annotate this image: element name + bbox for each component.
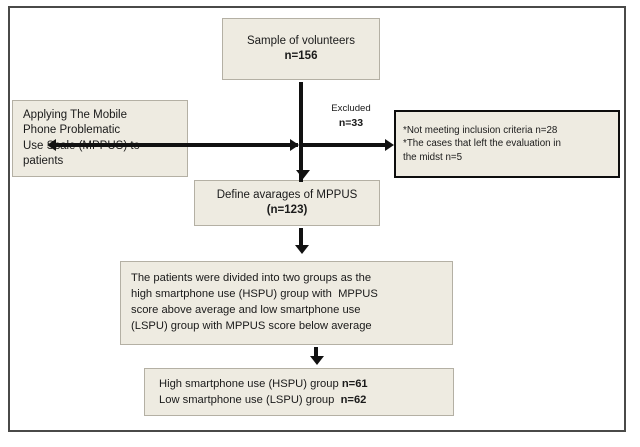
node-groups-line-4: (LSPU) group with MPPUS score below aver… xyxy=(131,319,372,332)
excluded-label-count: n=33 xyxy=(338,117,364,130)
connector-sample-to-averages xyxy=(299,82,303,182)
arrowhead-mppus-to-trunk xyxy=(290,139,299,151)
node-sample-line-1: Sample of volunteers xyxy=(246,34,356,47)
result-hspu-count: n=61 xyxy=(341,377,368,390)
arrowhead-averages-to-groups xyxy=(295,245,309,254)
arrowhead-trunk-to-mppus xyxy=(47,139,56,151)
connector-averages-to-groups xyxy=(299,228,303,250)
node-sample-count: n=156 xyxy=(284,50,318,62)
excluded-label-word: Excluded xyxy=(331,103,371,114)
connector-trunk-to-exclusion xyxy=(303,143,387,147)
exclusion-reason-2: *The cases that left the evaluation in xyxy=(403,138,561,150)
node-groups-line-3: score above average and low smartphone u… xyxy=(131,304,361,316)
node-applying-mppus: Applying The Mobile Phone Problematic Us… xyxy=(12,100,188,177)
result-lspu-count: n=62 xyxy=(340,394,367,406)
figure-frame xyxy=(8,6,626,432)
exclusion-reason-3: the midst n=5 xyxy=(403,151,463,163)
arrowhead-groups-to-result xyxy=(310,356,324,365)
node-groups-line-1: The patients were divided into two group… xyxy=(131,272,372,285)
connector-groups-to-result xyxy=(314,347,318,361)
node-mppus-line-2: Phone Problematic xyxy=(23,124,121,137)
excluded-label: Excluded n=33 xyxy=(308,102,394,132)
node-result-line-1: High smartphone use (HSPU) group n=61 xyxy=(159,376,447,392)
node-groups-line-2: high smartphone use (HSPU) group with MP… xyxy=(131,288,378,301)
node-group-division: The patients were divided into two group… xyxy=(120,261,453,345)
node-averages-line-1: Define avarages of MPPUS xyxy=(216,188,358,201)
arrowhead-trunk-to-exclusion xyxy=(385,139,394,151)
arrowhead-sample-to-averages xyxy=(296,170,310,179)
exclusion-reason-1: *Not meeting inclusion criteria n=28 xyxy=(403,125,558,137)
node-mppus-line-1: Applying The Mobile xyxy=(23,109,127,122)
result-lspu-text: Low smartphone use (LSPU) group xyxy=(159,394,341,406)
node-result-line-2: Low smartphone use (LSPU) group n=62 xyxy=(159,392,447,408)
connector-mppus-to-trunk xyxy=(54,143,298,147)
node-exclusion-reasons: *Not meeting inclusion criteria n=28 *Th… xyxy=(394,110,620,178)
node-sample-of-volunteers: Sample of volunteers n=156 xyxy=(222,18,380,80)
node-mppus-line-4: patients xyxy=(23,154,64,167)
node-define-averages: Define avarages of MPPUS (n=123) xyxy=(194,180,380,226)
result-hspu-text: High smartphone use (HSPU) group xyxy=(159,377,342,390)
node-final-groups: High smartphone use (HSPU) group n=61 Lo… xyxy=(144,368,454,416)
node-averages-count: (n=123) xyxy=(266,204,308,216)
